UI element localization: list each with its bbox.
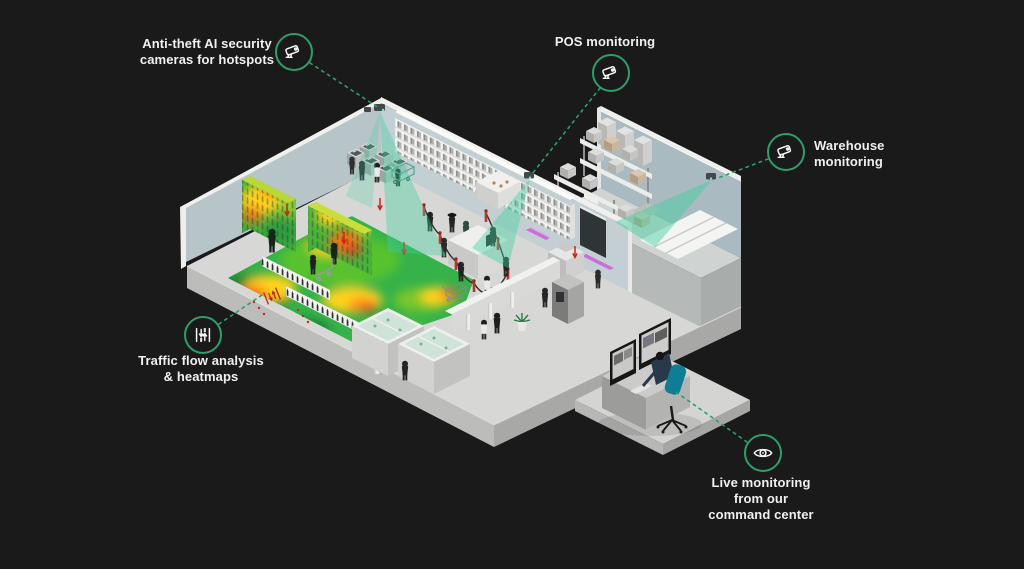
pos-node xyxy=(592,54,630,92)
anti-theft-label: Anti-theft AI security cameras for hotsp… xyxy=(117,36,297,68)
live-monitoring-label-line1: Live monitoring xyxy=(711,475,811,490)
heatmap xyxy=(228,176,474,352)
cctv-camera-warehouse xyxy=(706,173,716,180)
surveillance-monitor xyxy=(610,339,636,386)
live-monitoring-node xyxy=(744,434,782,472)
cctv-camera-icon xyxy=(602,66,617,80)
live-monitoring-label-line3: command center xyxy=(708,506,814,522)
annotation-connectors xyxy=(218,62,769,443)
camera-coverage xyxy=(346,104,716,268)
eye-icon xyxy=(753,448,773,458)
cctv-camera-icon xyxy=(285,45,300,59)
anti-theft-label-line1: Anti-theft AI security xyxy=(142,36,272,51)
warehouse-label: Warehouse monitoring xyxy=(814,138,924,170)
shopping-cart xyxy=(387,162,416,185)
flatbed-trolley xyxy=(315,258,333,282)
camera-cone-anti-theft xyxy=(380,112,446,256)
warehouse-label-line1: Warehouse xyxy=(814,138,885,153)
command-center xyxy=(575,318,750,455)
traffic-flow-floor-icon xyxy=(263,287,281,305)
live-monitoring-label: Live monitoring from our command center xyxy=(671,475,851,523)
left-wall xyxy=(180,98,381,269)
traffic-flow-icon xyxy=(195,327,211,343)
anti-theft-label-line2: cameras for hotspots xyxy=(139,51,275,67)
warehouse-label-line2: monitoring xyxy=(814,153,883,169)
plant xyxy=(513,313,531,331)
pos-label: POS monitoring xyxy=(515,34,695,50)
camera-cone-warehouse xyxy=(615,180,712,247)
anti-theft-node xyxy=(275,33,313,71)
shoppers xyxy=(349,156,602,381)
warehouse-node xyxy=(767,133,805,171)
chest-freezers xyxy=(352,308,470,394)
shopping-cart xyxy=(441,283,468,302)
live-monitoring-label-line2: from our xyxy=(733,490,789,506)
traffic-label: Traffic flow analysis & heatmaps xyxy=(111,353,291,385)
camera-cone-pos xyxy=(472,179,530,268)
entrance-area xyxy=(374,257,584,374)
cctv-camera-pos xyxy=(524,172,534,179)
traffic-label-line2: & heatmaps xyxy=(163,368,239,384)
cctv-camera-icon xyxy=(777,145,792,159)
traffic-node xyxy=(184,316,222,354)
camera-cone-anti-theft-left xyxy=(346,112,380,208)
office-chair xyxy=(656,364,688,434)
traffic-label-line1: Traffic flow analysis xyxy=(138,353,264,368)
pos-label-line1: POS monitoring xyxy=(554,34,656,49)
